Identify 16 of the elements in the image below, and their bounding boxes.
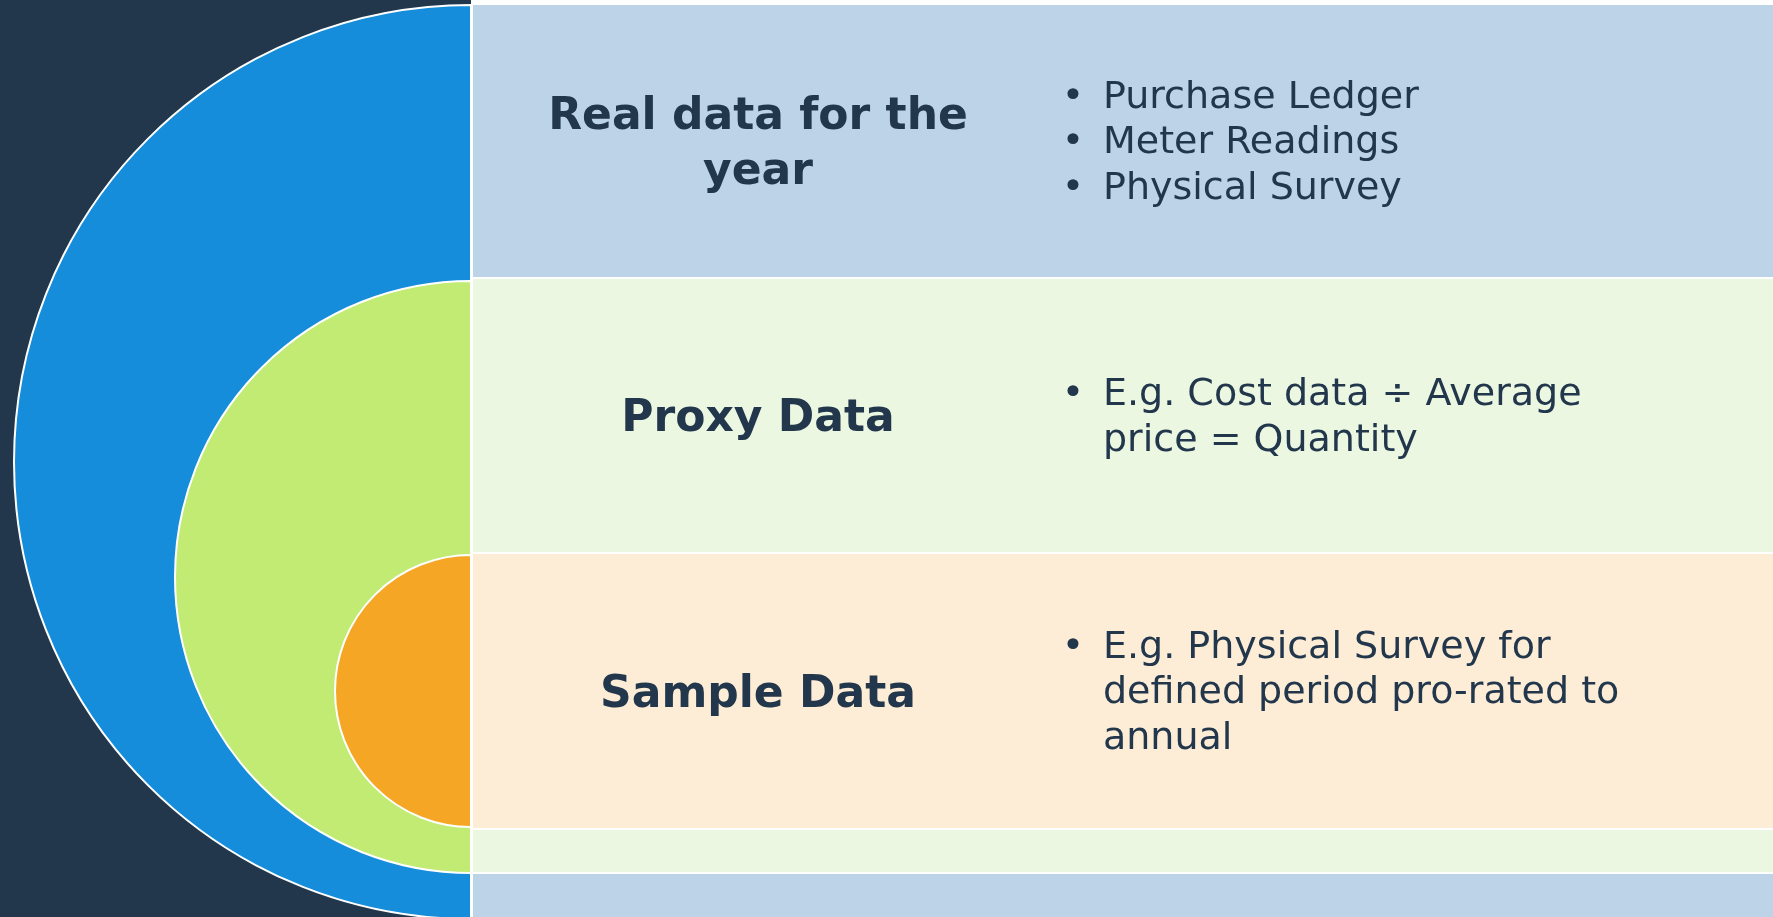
category-band <box>473 279 1773 552</box>
category-heading: Proxy Data <box>620 389 896 443</box>
bullet-text: E.g. Physical Survey for defined period pro-rated to annual <box>1103 622 1621 760</box>
category-band <box>473 5 1773 277</box>
category-heading: Sample Data <box>599 664 917 719</box>
bullet-marker: • <box>1060 163 1086 210</box>
bullet-marker: • <box>1060 118 1086 164</box>
bullet-text: Physical Survey <box>1103 163 1403 210</box>
category-band <box>473 554 1773 828</box>
category-heading: Real data for the year <box>547 87 969 196</box>
bullet-marker: • <box>1060 622 1086 669</box>
bullet-text: Meter Readings <box>1103 118 1401 164</box>
bullet-text: Purchase Ledger <box>1103 72 1420 119</box>
bullet-marker: • <box>1060 369 1086 416</box>
bullet-marker: • <box>1060 72 1086 119</box>
bullet-text: E.g. Cost data ÷ Average price = Quantity <box>1103 369 1583 462</box>
